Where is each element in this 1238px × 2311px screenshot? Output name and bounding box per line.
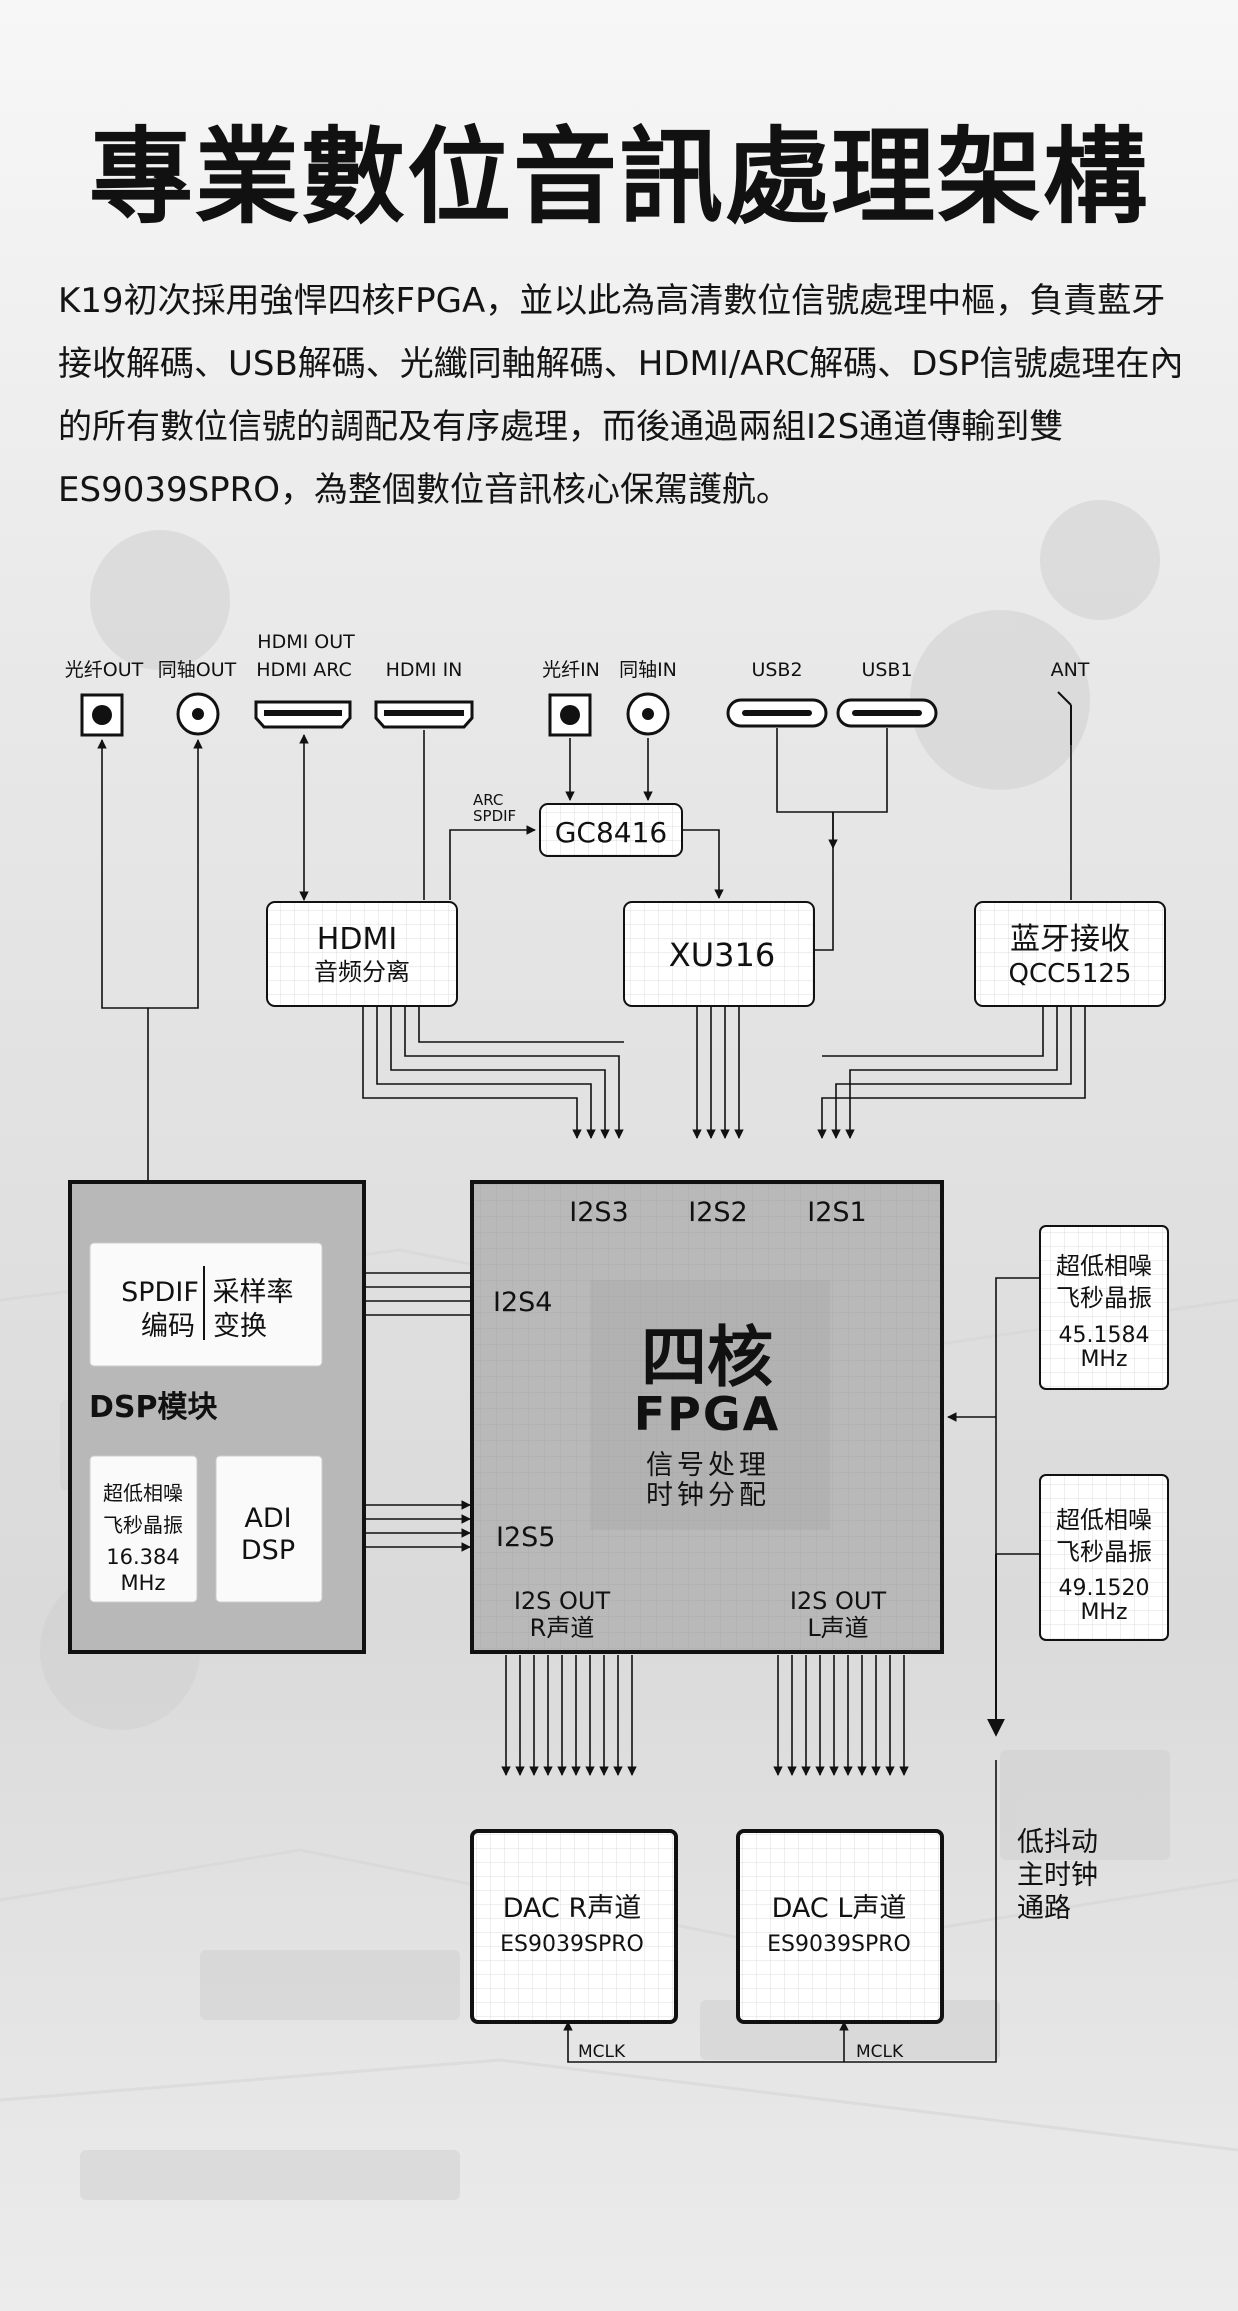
dsp-osc-line1: 超低相噪 [103,1481,183,1505]
i2s4-label: I2S4 [493,1287,552,1318]
dsp-osc-line2: 飞秒晶振 [103,1513,183,1537]
svg-text:MHz: MHz [1080,1347,1127,1372]
hdmi-in-port-icon [374,700,474,729]
bluetooth-receiver: 蓝牙接收 QCC5125 [974,901,1166,1007]
oscillator-45mhz: 超低相噪 飞秒晶振 45.1584 MHz [1039,1225,1169,1390]
optical-in-port-icon [548,693,592,737]
svg-text:音频分离: 音频分离 [314,958,410,986]
fpga-out-l-channel: L声道 [807,1614,868,1642]
coax-out-port-icon [176,692,220,736]
dac-left-channel: DAC L声道 ES9039SPRO [736,1829,944,2024]
svg-text:蓝牙接收: 蓝牙接收 [1010,922,1130,957]
dsp-module: SPDIF 编码 采样率 变换 DSP模块 超低相噪 飞秒晶振 16.384 M… [68,1180,366,1654]
adi-dsp-sub: DSP [241,1535,295,1566]
i2s1-label: I2S1 [807,1197,866,1228]
page-title: 專業數位音訊處理架構 [88,116,1149,238]
antenna-icon [1057,691,1072,745]
fpga-func1: 信号处理 [646,1450,770,1481]
fpga-func2: 时钟分配 [646,1480,770,1511]
svg-text:超低相噪: 超低相噪 [1056,1252,1152,1280]
hdmi-out-label: HDMI OUT [257,631,355,653]
spdif-encoder-label: SPDIF [121,1277,199,1308]
clock-path-line1: 低抖动 [1017,1827,1098,1858]
xu316-chip: XU316 [623,901,815,1007]
svg-text:飞秒晶振: 飞秒晶振 [1056,1284,1152,1312]
gc8416-chip: GC8416 [539,803,683,857]
src-sub: 变换 [213,1311,267,1342]
spdif-label: SPDIF [473,807,516,825]
optical-in-label: 光纤IN [542,659,600,681]
hdmi-audio-separator: HDMI 音频分离 [266,901,458,1007]
adi-dsp-label: ADI [244,1503,291,1534]
svg-text:45.1584: 45.1584 [1059,1323,1150,1348]
fpga-out-r-channel: R声道 [530,1614,595,1642]
fpga-title-sub: FPGA [634,1387,781,1441]
usb1-port-icon [836,698,938,728]
svg-text:DAC L声道: DAC L声道 [772,1893,907,1924]
dac-right-channel: DAC R声道 ES9039SPRO [470,1829,678,2024]
usb2-label: USB2 [751,659,802,681]
fpga-out-l-label: I2S OUT [790,1587,887,1615]
dsp-osc-line4: MHz [121,1571,166,1595]
clock-path-line2: 主时钟 [1017,1860,1098,1891]
spdif-encoder-sub: 编码 [141,1311,195,1342]
dsp-osc-line3: 16.384 [106,1545,179,1569]
svg-text:DAC R声道: DAC R声道 [503,1893,642,1924]
ant-label: ANT [1051,659,1090,681]
hdmi-arc-port-icon [254,700,352,729]
svg-text:ES9039SPRO: ES9039SPRO [767,1932,911,1957]
clock-path-line3: 通路 [1017,1893,1071,1924]
fpga-core: I2S3 I2S2 I2S1 I2S4 I2S5 四核 FPGA 信号处理 时钟… [470,1180,944,1654]
optical-out-label: 光纤OUT [65,659,144,681]
svg-text:QCC5125: QCC5125 [1009,959,1132,989]
svg-text:HDMI: HDMI [317,922,397,957]
usb1-label: USB1 [861,659,912,681]
svg-text:超低相噪: 超低相噪 [1056,1506,1152,1534]
src-label: 采样率 [213,1277,294,1308]
coax-in-label: 同轴IN [619,659,677,681]
mclk-left-label: MCLK [856,2042,904,2062]
svg-text:49.1520: 49.1520 [1059,1576,1150,1601]
usb2-port-icon [726,698,828,728]
fpga-title: 四核 [641,1319,773,1396]
fpga-out-r-label: I2S OUT [514,1587,611,1615]
i2s2-label: I2S2 [688,1197,747,1228]
svg-text:GC8416: GC8416 [555,816,668,849]
arc-label: ARC [473,791,503,809]
svg-text:飞秒晶振: 飞秒晶振 [1056,1538,1152,1566]
hdmi-in-label: HDMI IN [386,659,463,681]
dsp-module-title: DSP模块 [89,1390,218,1425]
optical-out-port-icon [80,693,124,737]
coax-in-port-icon [626,692,670,736]
coax-out-label: 同轴OUT [158,659,237,681]
oscillator-49mhz: 超低相噪 飞秒晶振 49.1520 MHz [1039,1474,1169,1641]
i2s3-label: I2S3 [569,1197,628,1228]
svg-text:XU316: XU316 [669,936,775,974]
intro-paragraph: K19初次採用強悍四核FPGA，並以此為高清數位信號處理中樞，負責藍牙接收解碼、… [58,281,1184,510]
i2s5-label: I2S5 [496,1522,555,1553]
svg-text:ES9039SPRO: ES9039SPRO [500,1932,644,1957]
hdmi-arc-label: HDMI ARC [256,659,351,681]
svg-text:MHz: MHz [1080,1600,1127,1625]
mclk-right-label: MCLK [578,2042,626,2062]
